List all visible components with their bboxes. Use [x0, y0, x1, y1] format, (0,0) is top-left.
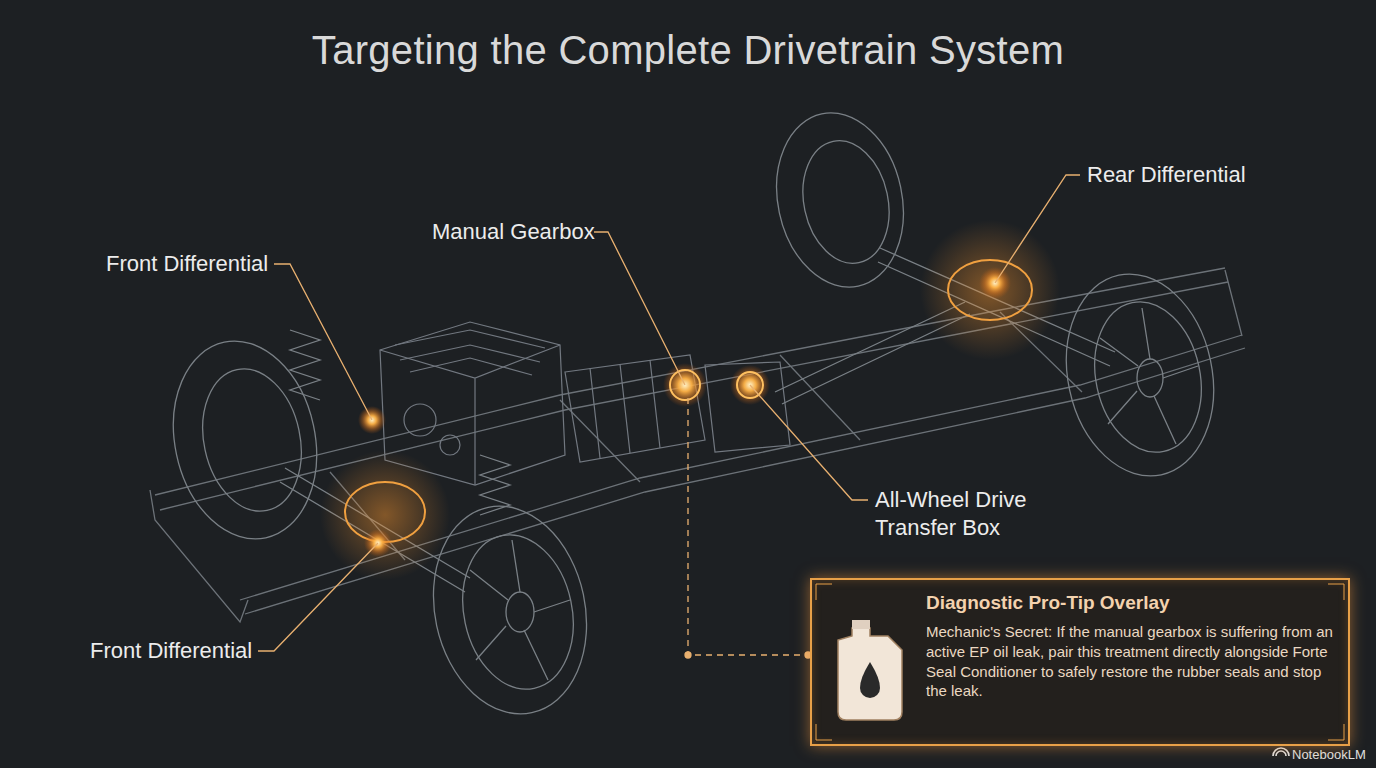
gearbox-ribs	[590, 360, 660, 458]
dashed-leader	[688, 398, 808, 655]
glow-haze	[320, 450, 450, 580]
callout-body: Mechanic's Secret: If the manual gearbox…	[926, 622, 1334, 701]
rim	[190, 360, 314, 521]
frame-rail	[240, 335, 1242, 600]
callout-backdrop	[810, 578, 1350, 746]
leader-line	[594, 232, 685, 385]
rim	[1081, 292, 1214, 462]
bottle-body	[838, 628, 902, 720]
spokes	[470, 540, 570, 680]
leader-line	[258, 543, 378, 651]
pulley	[404, 404, 436, 436]
hub	[506, 592, 534, 632]
tire	[156, 328, 335, 553]
leader-dot	[685, 652, 691, 658]
hub	[1137, 359, 1163, 397]
oil-drop	[860, 662, 880, 698]
title: Targeting the Complete Drivetrain System	[0, 28, 1376, 73]
chassis-frame	[150, 268, 1245, 622]
part-label: All-Wheel Drive Transfer Box	[875, 486, 1075, 541]
leader-line	[274, 264, 372, 420]
frame-rail	[245, 348, 1245, 614]
engine-and-gearbox	[380, 322, 790, 485]
corner-bracket	[816, 584, 1344, 740]
coil-spring	[290, 330, 320, 400]
callout-corners	[816, 584, 1344, 740]
watermark-logo	[1273, 748, 1289, 756]
callout-box: Diagnostic Pro-Tip OverlayMechanic's Sec…	[810, 578, 1350, 746]
bottle-cap	[852, 620, 870, 629]
tire	[1048, 260, 1231, 489]
rear-diff-housing	[948, 260, 1032, 320]
watermark: NotebookLM	[1292, 747, 1372, 762]
logo-arc	[1273, 748, 1289, 756]
rim	[449, 524, 587, 699]
leader-line	[750, 385, 868, 500]
part-label: Manual Gearbox	[432, 218, 652, 246]
coil-spring	[480, 455, 510, 515]
part-label: Front Differential	[106, 250, 326, 278]
pulley	[440, 435, 460, 455]
callout-heading: Diagnostic Pro-Tip Overlay	[926, 592, 1336, 614]
leader-line	[995, 175, 1080, 283]
spokes	[1100, 308, 1198, 444]
engine-fins	[395, 330, 545, 375]
oil-bottle-icon	[838, 620, 902, 720]
glow-haze	[920, 220, 1060, 360]
part-label: Rear Differential	[1087, 161, 1307, 189]
frame-rail	[160, 282, 1228, 510]
rim	[792, 133, 900, 272]
frame-rail	[155, 268, 1225, 495]
part-label: Front Differential	[90, 637, 310, 665]
transfer-case	[705, 362, 790, 452]
front-bumper	[150, 490, 248, 622]
